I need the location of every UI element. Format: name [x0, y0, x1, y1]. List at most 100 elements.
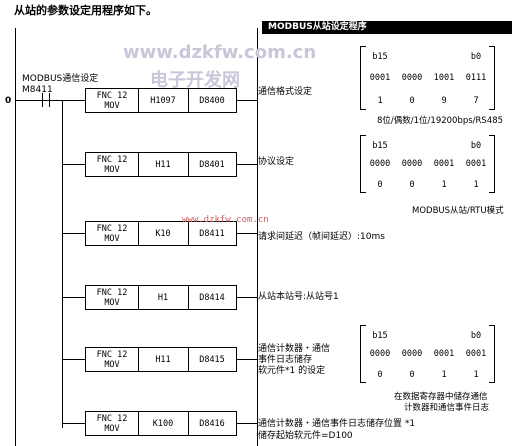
source-cell: H11: [138, 348, 189, 371]
fnc-number: FNC 12: [96, 154, 128, 165]
fnc-op: MOV: [104, 233, 120, 244]
bit-group: 0000: [369, 349, 391, 359]
fnc-number: FNC 12: [96, 413, 128, 424]
fnc-op: MOV: [104, 100, 120, 111]
source-cell: K100: [138, 412, 189, 435]
left-power-rail: [15, 28, 16, 446]
intro-text: 从站的参数设定用程序如下。: [14, 4, 157, 17]
bit-header-row: b15 b0: [360, 331, 495, 342]
step-number: 0: [5, 96, 12, 106]
hex-digit: 9: [441, 96, 447, 106]
bit-value-row: 0000 0000 0001 0001: [360, 349, 495, 360]
comment-d8401: 协议设定: [258, 157, 295, 167]
program-header: MODBUS从站设定程序: [262, 21, 512, 34]
branch-bus: [62, 100, 63, 428]
hex-value-row: 0 0 1 1: [360, 370, 495, 381]
hex-digit: 1: [473, 370, 479, 380]
bit-high-label: b15: [372, 331, 388, 341]
bracket-right: [489, 325, 495, 383]
watermark-url: www.dzkfw.com.cn: [123, 42, 317, 63]
bit-group: 0001: [433, 159, 455, 169]
bit-group: 0001: [465, 349, 487, 359]
fnc-op: MOV: [104, 297, 120, 308]
bit-matrix-counter: b15 b0 0000 0000 0001 0001 0 0 1 1: [360, 325, 495, 383]
source-cell: H11: [138, 153, 189, 176]
hex-digit: 1: [441, 370, 447, 380]
hex-digit: 1: [441, 180, 447, 190]
rung-line-right: [237, 233, 257, 234]
bit-group: 1001: [433, 73, 455, 83]
fnc-op: MOV: [104, 359, 120, 370]
bit-high-label: b15: [372, 52, 388, 62]
dest-cell: D8414: [199, 292, 225, 303]
rung-line-right: [237, 423, 257, 424]
bit-value-row: 0001 0000 1001 0111: [360, 73, 495, 84]
hex-digit: 0: [409, 180, 415, 190]
comment-d8415-line2: 事件日志储存: [258, 355, 313, 365]
dest-cell: D8416: [199, 418, 225, 429]
hex-digit: 0: [377, 370, 383, 380]
bit-group: 0111: [465, 73, 487, 83]
hex-digit: 0: [409, 370, 415, 380]
source-cell: K10: [138, 222, 189, 245]
bit-group: 0001: [465, 159, 487, 169]
bit-low-label: b0: [470, 331, 482, 341]
fnc-number: FNC 12: [96, 223, 128, 234]
rung-line-right: [237, 100, 257, 101]
bit-group: 0000: [401, 73, 423, 83]
rung-line-left: [62, 297, 85, 298]
main-rung-line: [15, 93, 85, 107]
format-note: 8位/偶数/1位/19200bps/RS485: [377, 116, 504, 126]
bracket-left: [360, 325, 366, 383]
bracket-right: [489, 46, 495, 110]
fnc-number: FNC 12: [96, 287, 128, 298]
fnc-number: FNC 12: [96, 349, 128, 360]
bit-group: 0001: [369, 73, 391, 83]
bit-low-label: b0: [470, 52, 482, 62]
hex-digit: 0: [409, 96, 415, 106]
bit-group: 0000: [401, 159, 423, 169]
store-note-line2: 计数器和通信事件日志: [404, 403, 490, 413]
rung-line-left: [62, 423, 85, 424]
contact-comment: MODBUS通信设定: [22, 74, 99, 84]
hex-digit: 0: [377, 180, 383, 190]
comment-d8416-line1: 通信计数器・通信事件日志储存位置 *1: [258, 419, 416, 429]
store-note-line1: 在数据寄存器中储存通信: [394, 392, 488, 402]
bit-group: 0000: [401, 349, 423, 359]
bracket-left: [360, 135, 366, 193]
bit-high-label: b15: [372, 141, 388, 151]
hex-digit: 7: [473, 96, 479, 106]
fnc-number: FNC 12: [96, 90, 128, 101]
comment-d8416-line2: 储存起始软元件=D100: [258, 431, 353, 441]
rung-line-right: [237, 359, 257, 360]
comment-d8415-line1: 通信计数器・通信: [258, 344, 331, 354]
mode-note: MODBUS从站/RTU模式: [412, 206, 504, 216]
bracket-right: [489, 135, 495, 193]
dest-cell: D8401: [199, 159, 225, 170]
bit-group: 0001: [433, 349, 455, 359]
comment-d8411: 请求间延迟（帧间延迟）:10ms: [258, 232, 385, 242]
contact-device: M8411: [22, 85, 53, 95]
watermark-cn: 电子开发网: [150, 70, 240, 91]
comment-d8414: 从站本站号:从站号1: [258, 292, 339, 302]
rung-line-right: [237, 297, 257, 298]
dest-cell: D8411: [199, 228, 225, 239]
rung-line-left: [62, 233, 85, 234]
rung-line-left: [62, 164, 85, 165]
rung-line-right: [237, 164, 257, 165]
bit-group: 0000: [369, 159, 391, 169]
